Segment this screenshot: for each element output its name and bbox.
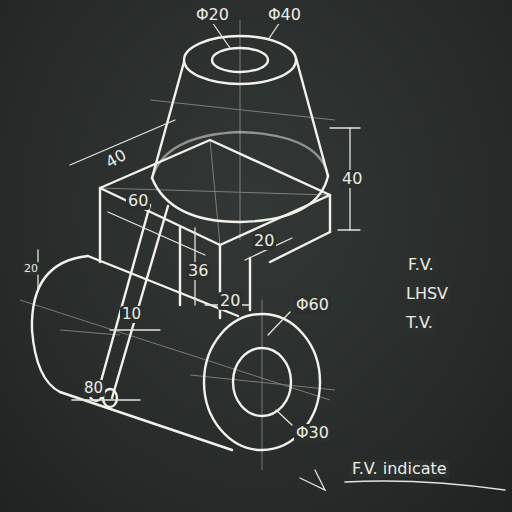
- dimension-label: Φ40: [266, 6, 303, 24]
- dimension-label: Φ60: [294, 296, 331, 314]
- dimension-label: T.V.: [404, 314, 435, 332]
- dimension-label: Φ30: [294, 424, 331, 442]
- dimension-label: 36: [186, 262, 210, 280]
- dimension-label: F.V.: [406, 256, 436, 274]
- dimension-label: 20: [218, 292, 242, 310]
- dimension-label: 20: [252, 232, 276, 250]
- dimension-label: 80: [82, 380, 105, 397]
- dimension-label: 20: [22, 262, 40, 275]
- dimension-label: 40: [340, 170, 364, 188]
- dimension-label: 60: [126, 192, 150, 210]
- dimension-label: LHSV: [404, 285, 450, 303]
- dimension-label: Φ20: [194, 6, 231, 24]
- dimension-label: 10: [120, 306, 143, 323]
- dimension-label: F.V. indicate: [350, 460, 449, 478]
